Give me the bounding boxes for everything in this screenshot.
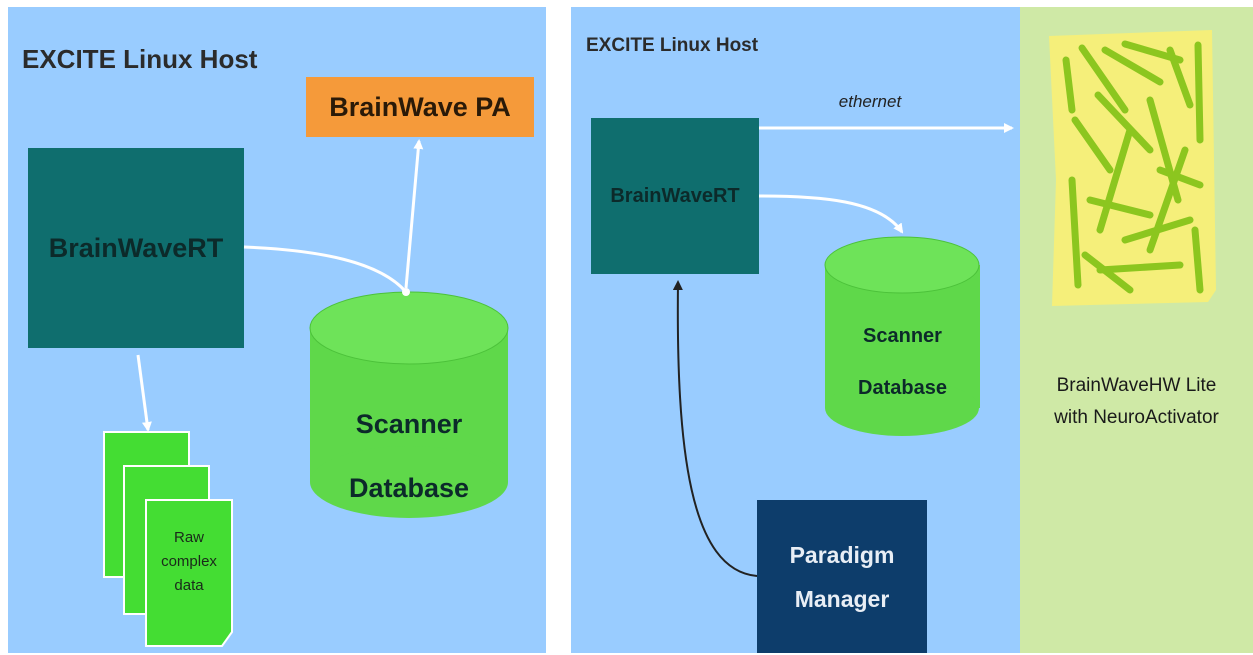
paradigm-label-line1: Paradigm <box>789 541 895 568</box>
brainwave-pa-box: BrainWave PA <box>306 77 534 137</box>
hardware-label-line2: with NeuroActivator <box>1054 407 1219 428</box>
left-brainwave-rt-box: BrainWaveRT <box>28 148 244 348</box>
right-brainwave-rt-box: BrainWaveRT <box>591 118 759 274</box>
raw-data-line3: data <box>174 577 204 594</box>
arrow-database-to-pa <box>404 139 424 289</box>
hardware-label-line1: BrainWaveHW Lite <box>1056 375 1217 396</box>
left-db-label-line2: Database <box>348 473 470 503</box>
arrow-rt-to-right-database <box>758 194 904 234</box>
arrow-rt-to-database <box>243 245 408 293</box>
hardware-label: BrainWaveHW Lite with NeuroActivator <box>1024 370 1249 434</box>
brainwave-pa-label: BrainWave PA <box>329 91 511 122</box>
left-db-label: Scanner Database <box>310 392 508 520</box>
raw-doc-front <box>145 499 233 647</box>
right-db-label-line2: Database <box>858 377 947 399</box>
left-db-label-line1: Scanner <box>355 409 463 439</box>
raw-data-line2: complex <box>161 553 217 570</box>
raw-data-documents <box>103 431 233 647</box>
right-brainwave-rt-label: BrainWaveRT <box>610 184 740 207</box>
paradigm-manager-box: Paradigm Manager <box>757 500 927 653</box>
paradigm-label-line2: Manager <box>794 585 890 612</box>
right-host-title: EXCITE Linux Host <box>586 35 759 56</box>
left-scanner-database <box>309 291 509 518</box>
ethernet-label: ethernet <box>838 92 902 111</box>
raw-data-line1: Raw <box>173 529 204 546</box>
arrow-rt-to-raw-data <box>136 354 152 432</box>
arrow-paradigm-to-rt <box>672 280 758 577</box>
neuroactivator-board <box>1049 30 1216 306</box>
right-db-label: Scanner Database <box>825 310 980 414</box>
raw-data-label: Raw complex data <box>150 526 228 598</box>
right-db-top <box>824 236 980 294</box>
left-db-top <box>309 291 509 365</box>
right-db-label-line1: Scanner <box>863 325 942 347</box>
right-scanner-database <box>824 236 980 436</box>
left-brainwave-rt-label: BrainWaveRT <box>48 232 224 263</box>
left-host-title: EXCITE Linux Host <box>22 44 258 74</box>
